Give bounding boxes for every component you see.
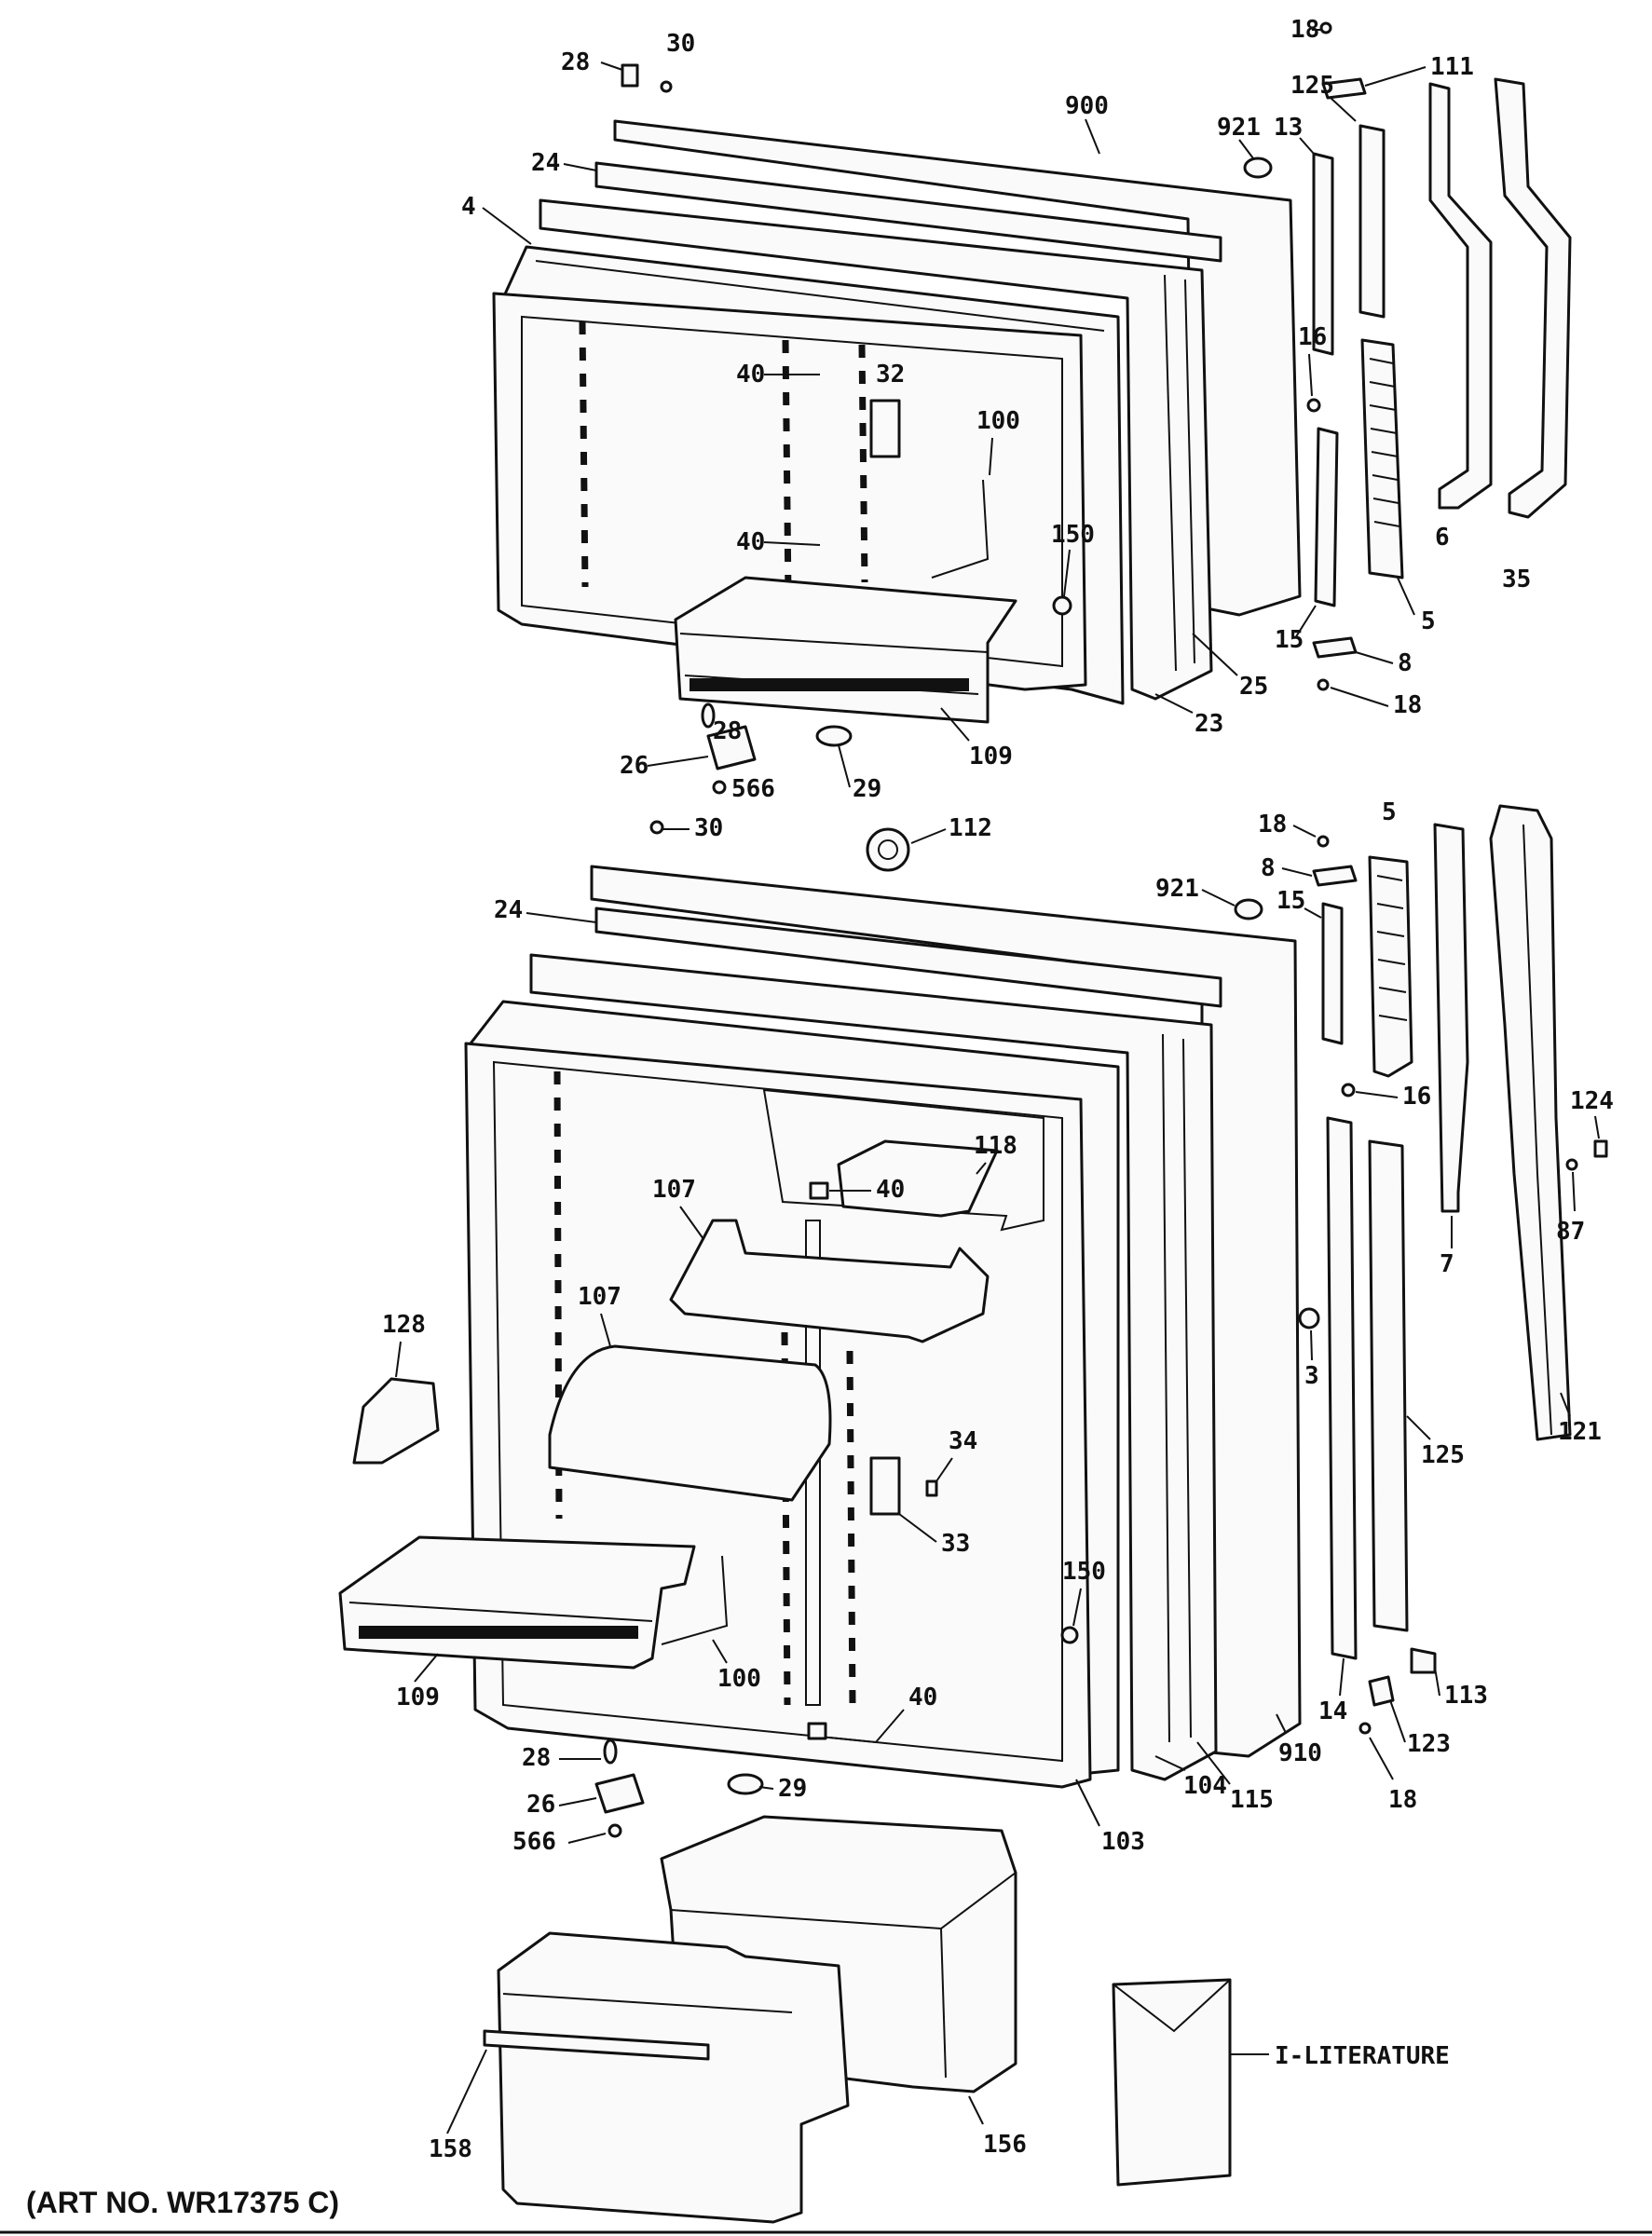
- callout-118: 118: [974, 1132, 1017, 1160]
- callout-24-top: 24: [531, 149, 560, 177]
- callout-121: 121: [1558, 1418, 1602, 1446]
- callout-900: 900: [1065, 92, 1109, 120]
- callout-30-bottom: 30: [694, 814, 723, 842]
- callout-23: 23: [1195, 710, 1223, 738]
- callout-921-top: 921: [1217, 114, 1261, 142]
- callout-158: 158: [429, 2135, 472, 2163]
- callout-125-bottom: 125: [1421, 1441, 1465, 1469]
- callout-113: 113: [1444, 1682, 1488, 1710]
- callout-30-top: 30: [666, 30, 695, 58]
- callout-13: 13: [1274, 114, 1303, 142]
- callout-104: 104: [1183, 1772, 1227, 1800]
- callout-111: 111: [1430, 53, 1474, 81]
- callout-6: 6: [1435, 524, 1450, 552]
- callout-35: 35: [1502, 566, 1531, 593]
- callout-150-top: 150: [1051, 521, 1095, 549]
- callout-26-bottom: 26: [526, 1791, 555, 1819]
- callout-566-bottom: 566: [512, 1828, 556, 1856]
- callout-24-bottom: 24: [494, 896, 523, 924]
- callout-16-bottom: 16: [1402, 1083, 1431, 1111]
- callout-15-bottom: 15: [1277, 887, 1305, 915]
- callout-107-upper: 107: [652, 1176, 696, 1204]
- callout-128: 128: [382, 1311, 426, 1339]
- callout-125-top: 125: [1290, 72, 1334, 100]
- callout-18-bottom-b: 18: [1388, 1786, 1417, 1814]
- callout-123: 123: [1407, 1730, 1451, 1758]
- callout-7: 7: [1440, 1250, 1454, 1278]
- callout-109-bottom: 109: [396, 1684, 440, 1711]
- callout-14: 14: [1318, 1697, 1347, 1725]
- callout-8-top: 8: [1398, 649, 1413, 677]
- callout-40-top-a: 40: [736, 361, 765, 389]
- callout-34: 34: [949, 1427, 977, 1455]
- callout-115: 115: [1230, 1786, 1274, 1814]
- callout-921-bottom: 921: [1155, 875, 1199, 903]
- callout-150-bottom: 150: [1062, 1558, 1106, 1586]
- callout-25: 25: [1239, 673, 1268, 701]
- callout-3: 3: [1304, 1362, 1319, 1390]
- callout-40-top-b: 40: [736, 528, 765, 556]
- callout-87: 87: [1556, 1218, 1585, 1246]
- callout-109-top: 109: [969, 743, 1013, 770]
- callout-112: 112: [949, 814, 992, 842]
- callout-33: 33: [941, 1530, 970, 1558]
- callout-100-top: 100: [976, 407, 1020, 435]
- fresh-food-door-assembly: [338, 804, 1608, 2224]
- callout-156: 156: [983, 2131, 1027, 2159]
- callout-28-top: 28: [561, 48, 590, 76]
- callout-100-bottom: 100: [717, 1665, 761, 1693]
- freezer-callouts: 28 30 18 111 125 13 900 921 24 4 16 40 3…: [461, 16, 1531, 803]
- callout-8-bottom: 8: [1261, 854, 1276, 882]
- callout-16-top: 16: [1298, 323, 1327, 351]
- callout-107-lower: 107: [578, 1283, 621, 1311]
- callout-40-bottom-a: 40: [876, 1176, 905, 1204]
- literature-label: I-LITERATURE: [1275, 2042, 1450, 2070]
- callout-26-top: 26: [620, 752, 649, 780]
- callout-28-bottom: 28: [522, 1744, 551, 1772]
- callout-4: 4: [461, 193, 476, 221]
- callout-566-top: 566: [731, 775, 775, 803]
- fresh-food-callouts: 30 112 18 5 8 921 15 24 16 124 40 118 10…: [382, 798, 1614, 2163]
- freezer-door-assembly: [492, 21, 1572, 795]
- art-number: (ART NO. WR17375 C): [26, 2186, 339, 2219]
- callout-18-top-b: 18: [1393, 691, 1422, 719]
- callout-40-bottom-b: 40: [908, 1684, 937, 1711]
- callout-28-top-b: 28: [713, 717, 742, 745]
- callout-32: 32: [876, 361, 905, 389]
- callout-29-bottom: 29: [778, 1775, 807, 1803]
- callout-29-top: 29: [853, 775, 881, 803]
- callout-124: 124: [1570, 1087, 1614, 1115]
- callout-18-bottom: 18: [1258, 811, 1287, 838]
- callout-5-top: 5: [1421, 607, 1436, 635]
- callout-5-bottom: 5: [1382, 798, 1397, 826]
- callout-103: 103: [1101, 1828, 1145, 1856]
- callout-910: 910: [1278, 1739, 1322, 1767]
